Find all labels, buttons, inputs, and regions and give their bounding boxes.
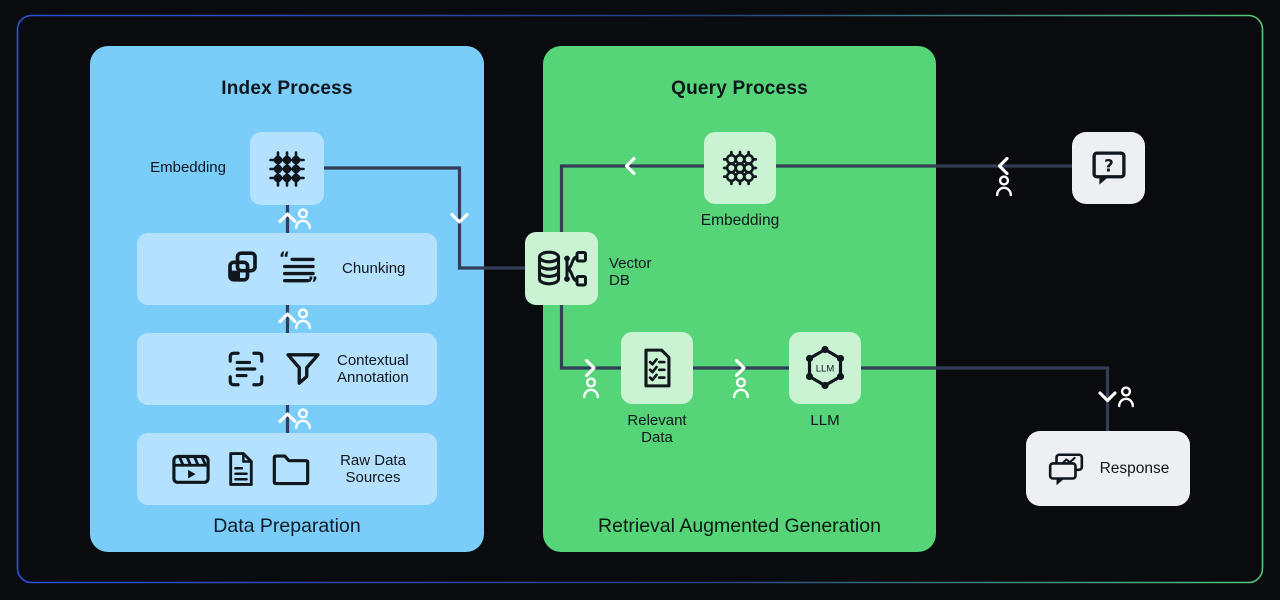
raw-data-sources-box: Raw Data Sources <box>137 433 437 505</box>
vector-db-label: Vector DB <box>609 255 652 290</box>
chevron-down-icon <box>1098 391 1117 403</box>
folder-icon <box>272 454 310 486</box>
checklist-file-icon <box>644 348 671 388</box>
query-process-title: Query Process <box>671 78 808 99</box>
query-process-panel: Query Process Retrieval Augmented Genera… <box>543 46 936 552</box>
response-label: Response <box>1099 459 1170 477</box>
contextual-annotation-label: Contextual Annotation <box>337 351 409 386</box>
copy-icon <box>228 251 257 282</box>
query-input-card: ? <box>1072 132 1145 204</box>
index-embedding-tile <box>250 132 324 205</box>
database-icon <box>537 250 560 285</box>
response-card: Response <box>1026 431 1190 506</box>
llm-tile: LLM <box>789 332 861 404</box>
question-bubble-icon: ? <box>1091 151 1126 185</box>
raw-data-sources-label: Raw Data Sources <box>340 451 406 486</box>
svg-text:“: “ <box>279 249 290 268</box>
dot-grid-icon <box>269 150 305 187</box>
svg-text:”: ” <box>307 274 318 289</box>
person-icon <box>996 175 1012 197</box>
film-icon <box>172 454 210 484</box>
vector-db-tile <box>525 232 598 305</box>
chunking-box: “ ” Chunking <box>137 233 437 305</box>
index-embedding-label: Embedding <box>150 159 226 176</box>
person-icon <box>1118 386 1134 408</box>
question-mark-text: ? <box>1104 157 1114 176</box>
chat-bubbles-icon <box>1048 452 1083 485</box>
query-embedding-label: Embedding <box>700 212 780 229</box>
index-process-title: Index Process <box>221 78 353 99</box>
query-embedding-tile <box>704 132 776 204</box>
contextual-annotation-box: Contextual Annotation <box>137 333 437 405</box>
funnel-icon <box>286 353 320 385</box>
hexagon-network-icon: LLM <box>805 345 845 390</box>
file-text-icon <box>229 452 253 486</box>
branch-icon <box>563 250 587 286</box>
rag-label: Retrieval Augmented Generation <box>598 515 881 537</box>
data-preparation-label: Data Preparation <box>213 515 361 537</box>
relevant-data-label: Relevant Data <box>627 412 687 447</box>
llm-label: LLM <box>810 412 840 429</box>
chunking-label: Chunking <box>342 260 406 278</box>
text-quote-icon: “ ” <box>279 249 318 289</box>
database-branch-icon <box>537 250 587 286</box>
chevron-left-icon <box>997 156 1009 176</box>
relevant-data-tile <box>621 332 693 404</box>
hollow-dot-grid-icon <box>722 150 758 186</box>
scan-text-icon <box>228 351 264 387</box>
llm-icon-text: LLM <box>816 364 835 375</box>
